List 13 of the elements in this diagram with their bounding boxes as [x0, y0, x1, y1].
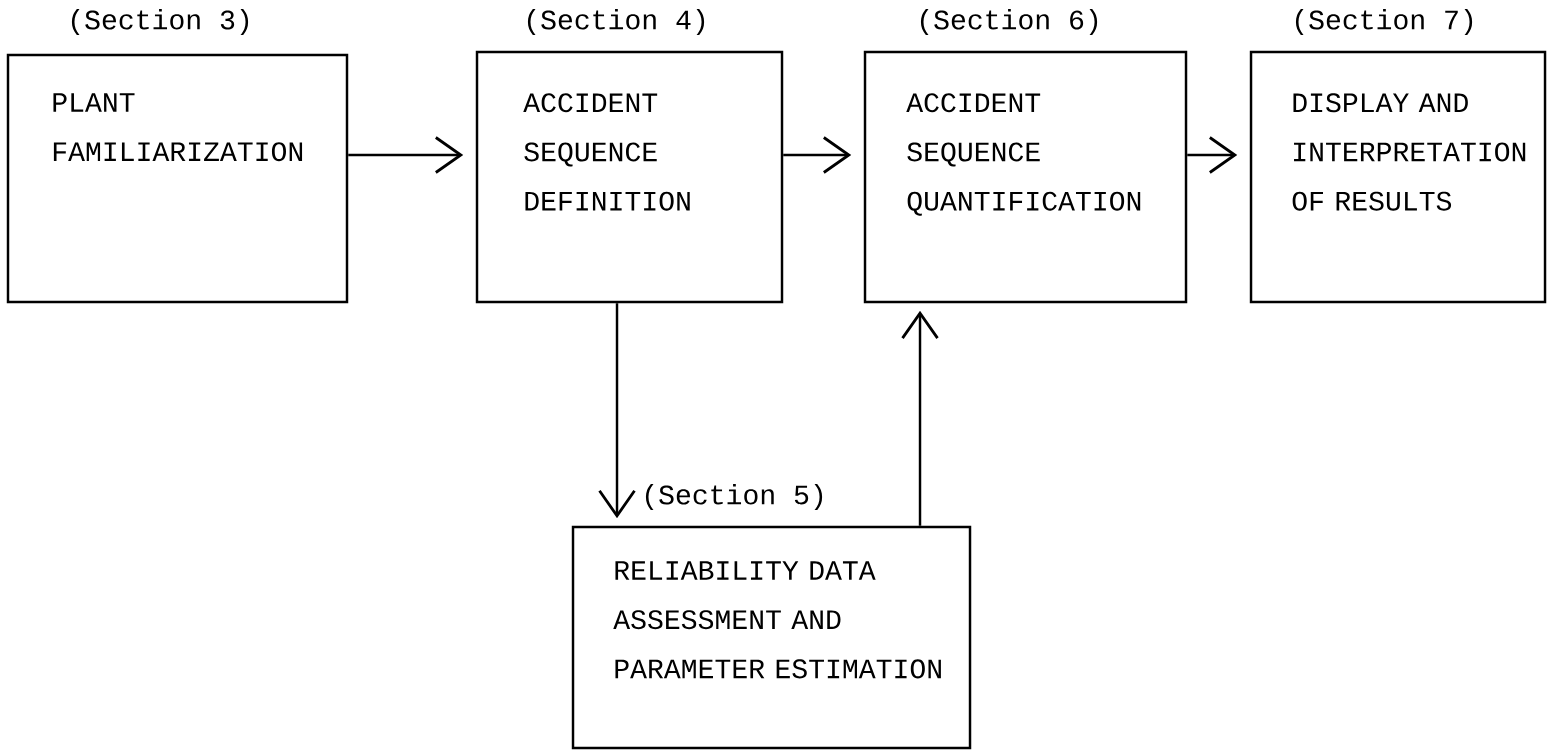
section-heading: (Section 3): [71, 8, 249, 36]
process-box: DISPLAY AND INTERPRETATION OF RESULTS: [1249, 50, 1547, 304]
process-box: ACCIDENT SEQUENCE QUANTIFICATION: [863, 50, 1188, 304]
section-heading: (Section 7): [1295, 8, 1473, 36]
arrow: [901, 310, 939, 526]
arrow: [348, 136, 464, 174]
section-heading: (Section 4): [527, 8, 705, 36]
section-heading: (Section 5): [645, 483, 823, 511]
process-box: RELIABILITY DATA ASSESSMENT AND PARAMETER ESTIMATION: [571, 525, 972, 750]
process-box: PLANT FAMILIARIZATION: [6, 53, 349, 304]
process-box: ACCIDENT SEQUENCE DEFINITION: [475, 50, 784, 304]
section-heading: (Section 6): [920, 8, 1098, 36]
arrow: [598, 303, 636, 519]
